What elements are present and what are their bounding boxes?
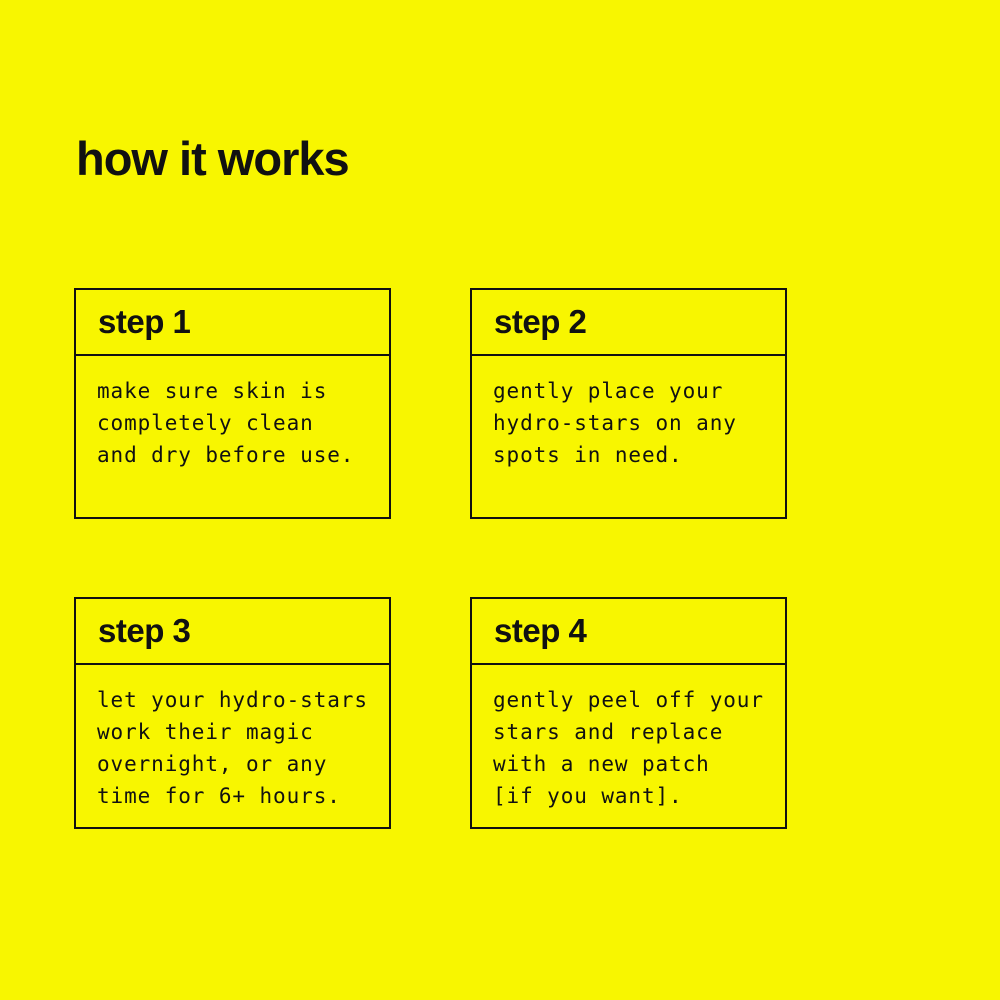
step-2-header: step 2 <box>472 290 785 356</box>
step-1-description: make sure skin is completely clean and d… <box>97 379 355 467</box>
step-4-header: step 4 <box>472 599 785 665</box>
step-1-label: step 1 <box>98 303 191 340</box>
step-4-box: step 4 gently peel off your stars and re… <box>470 597 787 829</box>
step-4-description: gently peel off your stars and replace w… <box>493 688 764 808</box>
step-2-description: gently place your hydro-stars on any spo… <box>493 379 737 467</box>
step-3-box: step 3 let your hydro-stars work their m… <box>74 597 391 829</box>
step-3-label: step 3 <box>98 612 191 649</box>
page-title: how it works <box>76 132 350 186</box>
step-4-label: step 4 <box>494 612 587 649</box>
step-2-label: step 2 <box>494 303 587 340</box>
step-1-header: step 1 <box>76 290 389 356</box>
step-1-box: step 1 make sure skin is completely clea… <box>74 288 391 519</box>
step-3-header: step 3 <box>76 599 389 665</box>
step-2-box: step 2 gently place your hydro-stars on … <box>470 288 787 519</box>
step-3-description: let your hydro-stars work their magic ov… <box>97 688 368 808</box>
